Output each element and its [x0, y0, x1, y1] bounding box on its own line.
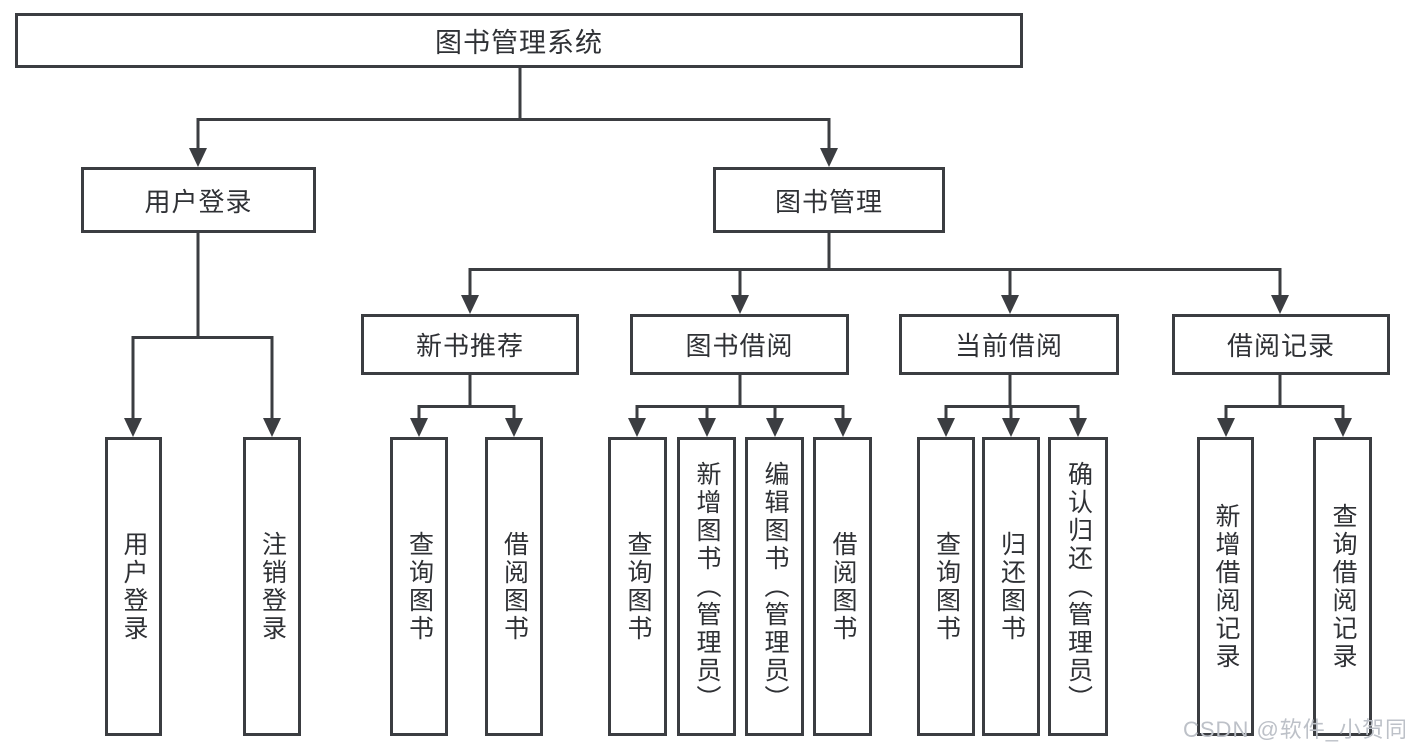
node-new-book-recommend: 新书推荐: [361, 314, 579, 375]
node-label: 图书借阅: [685, 331, 794, 361]
node-label: 当前借阅: [954, 331, 1063, 361]
leaf-borrow-books-2: 借阅图书: [813, 437, 872, 736]
leaf-query-books-1: 查询图书: [390, 437, 448, 736]
node-book-borrowing: 图书借阅: [630, 314, 849, 375]
node-label: 图书管理: [774, 186, 883, 217]
node-label: 查询图书: [405, 530, 434, 643]
node-label: 查询借阅记录: [1329, 502, 1357, 671]
node-current-borrowing: 当前借阅: [899, 314, 1119, 375]
leaf-confirm-return-admin: 确认归还（管理员）: [1048, 437, 1108, 736]
node-label: 新增借阅记录: [1212, 502, 1240, 671]
node-label: 归还图书: [997, 530, 1026, 643]
leaf-add-borrow-record: 新增借阅记录: [1197, 437, 1254, 736]
node-book-management: 图书管理: [713, 167, 945, 233]
watermark: CSDN @软件_小贺同学: [1183, 717, 1405, 742]
node-library-system: 图书管理系统: [15, 13, 1023, 68]
leaf-query-books-2: 查询图书: [608, 437, 667, 736]
leaf-query-borrow-record: 查询借阅记录: [1313, 437, 1372, 736]
arrowheads: [124, 148, 1352, 437]
leaf-add-books-admin: 新增图书（管理员）: [677, 437, 736, 736]
node-user-login: 用户登录: [81, 167, 316, 233]
node-label: 借阅图书: [500, 530, 529, 643]
node-label: 查询图书: [932, 530, 961, 643]
leaf-logout: 注销登录: [243, 437, 301, 736]
leaf-edit-books-admin: 编辑图书（管理员）: [745, 437, 804, 736]
node-label: 用户登录: [144, 186, 253, 217]
node-label: 确认归还（管理员）: [1064, 460, 1093, 713]
leaf-return-books: 归还图书: [982, 437, 1040, 736]
leaf-user-login: 用户登录: [105, 437, 162, 736]
node-label: 借阅图书: [829, 530, 857, 643]
connector-paths: [131, 68, 1345, 420]
node-label: 新书推荐: [415, 331, 524, 361]
node-label: 注销登录: [258, 530, 287, 643]
node-label: 图书管理系统: [435, 28, 603, 58]
node-label: 编辑图书（管理员）: [761, 460, 789, 713]
leaf-query-books-3: 查询图书: [917, 437, 975, 736]
leaf-borrow-books-1: 借阅图书: [485, 437, 543, 736]
node-borrow-records: 借阅记录: [1172, 314, 1390, 375]
node-label: 借阅记录: [1226, 331, 1335, 361]
node-label: 用户登录: [120, 530, 148, 643]
node-label: 查询图书: [624, 530, 652, 643]
node-label: 新增图书（管理员）: [693, 460, 721, 713]
